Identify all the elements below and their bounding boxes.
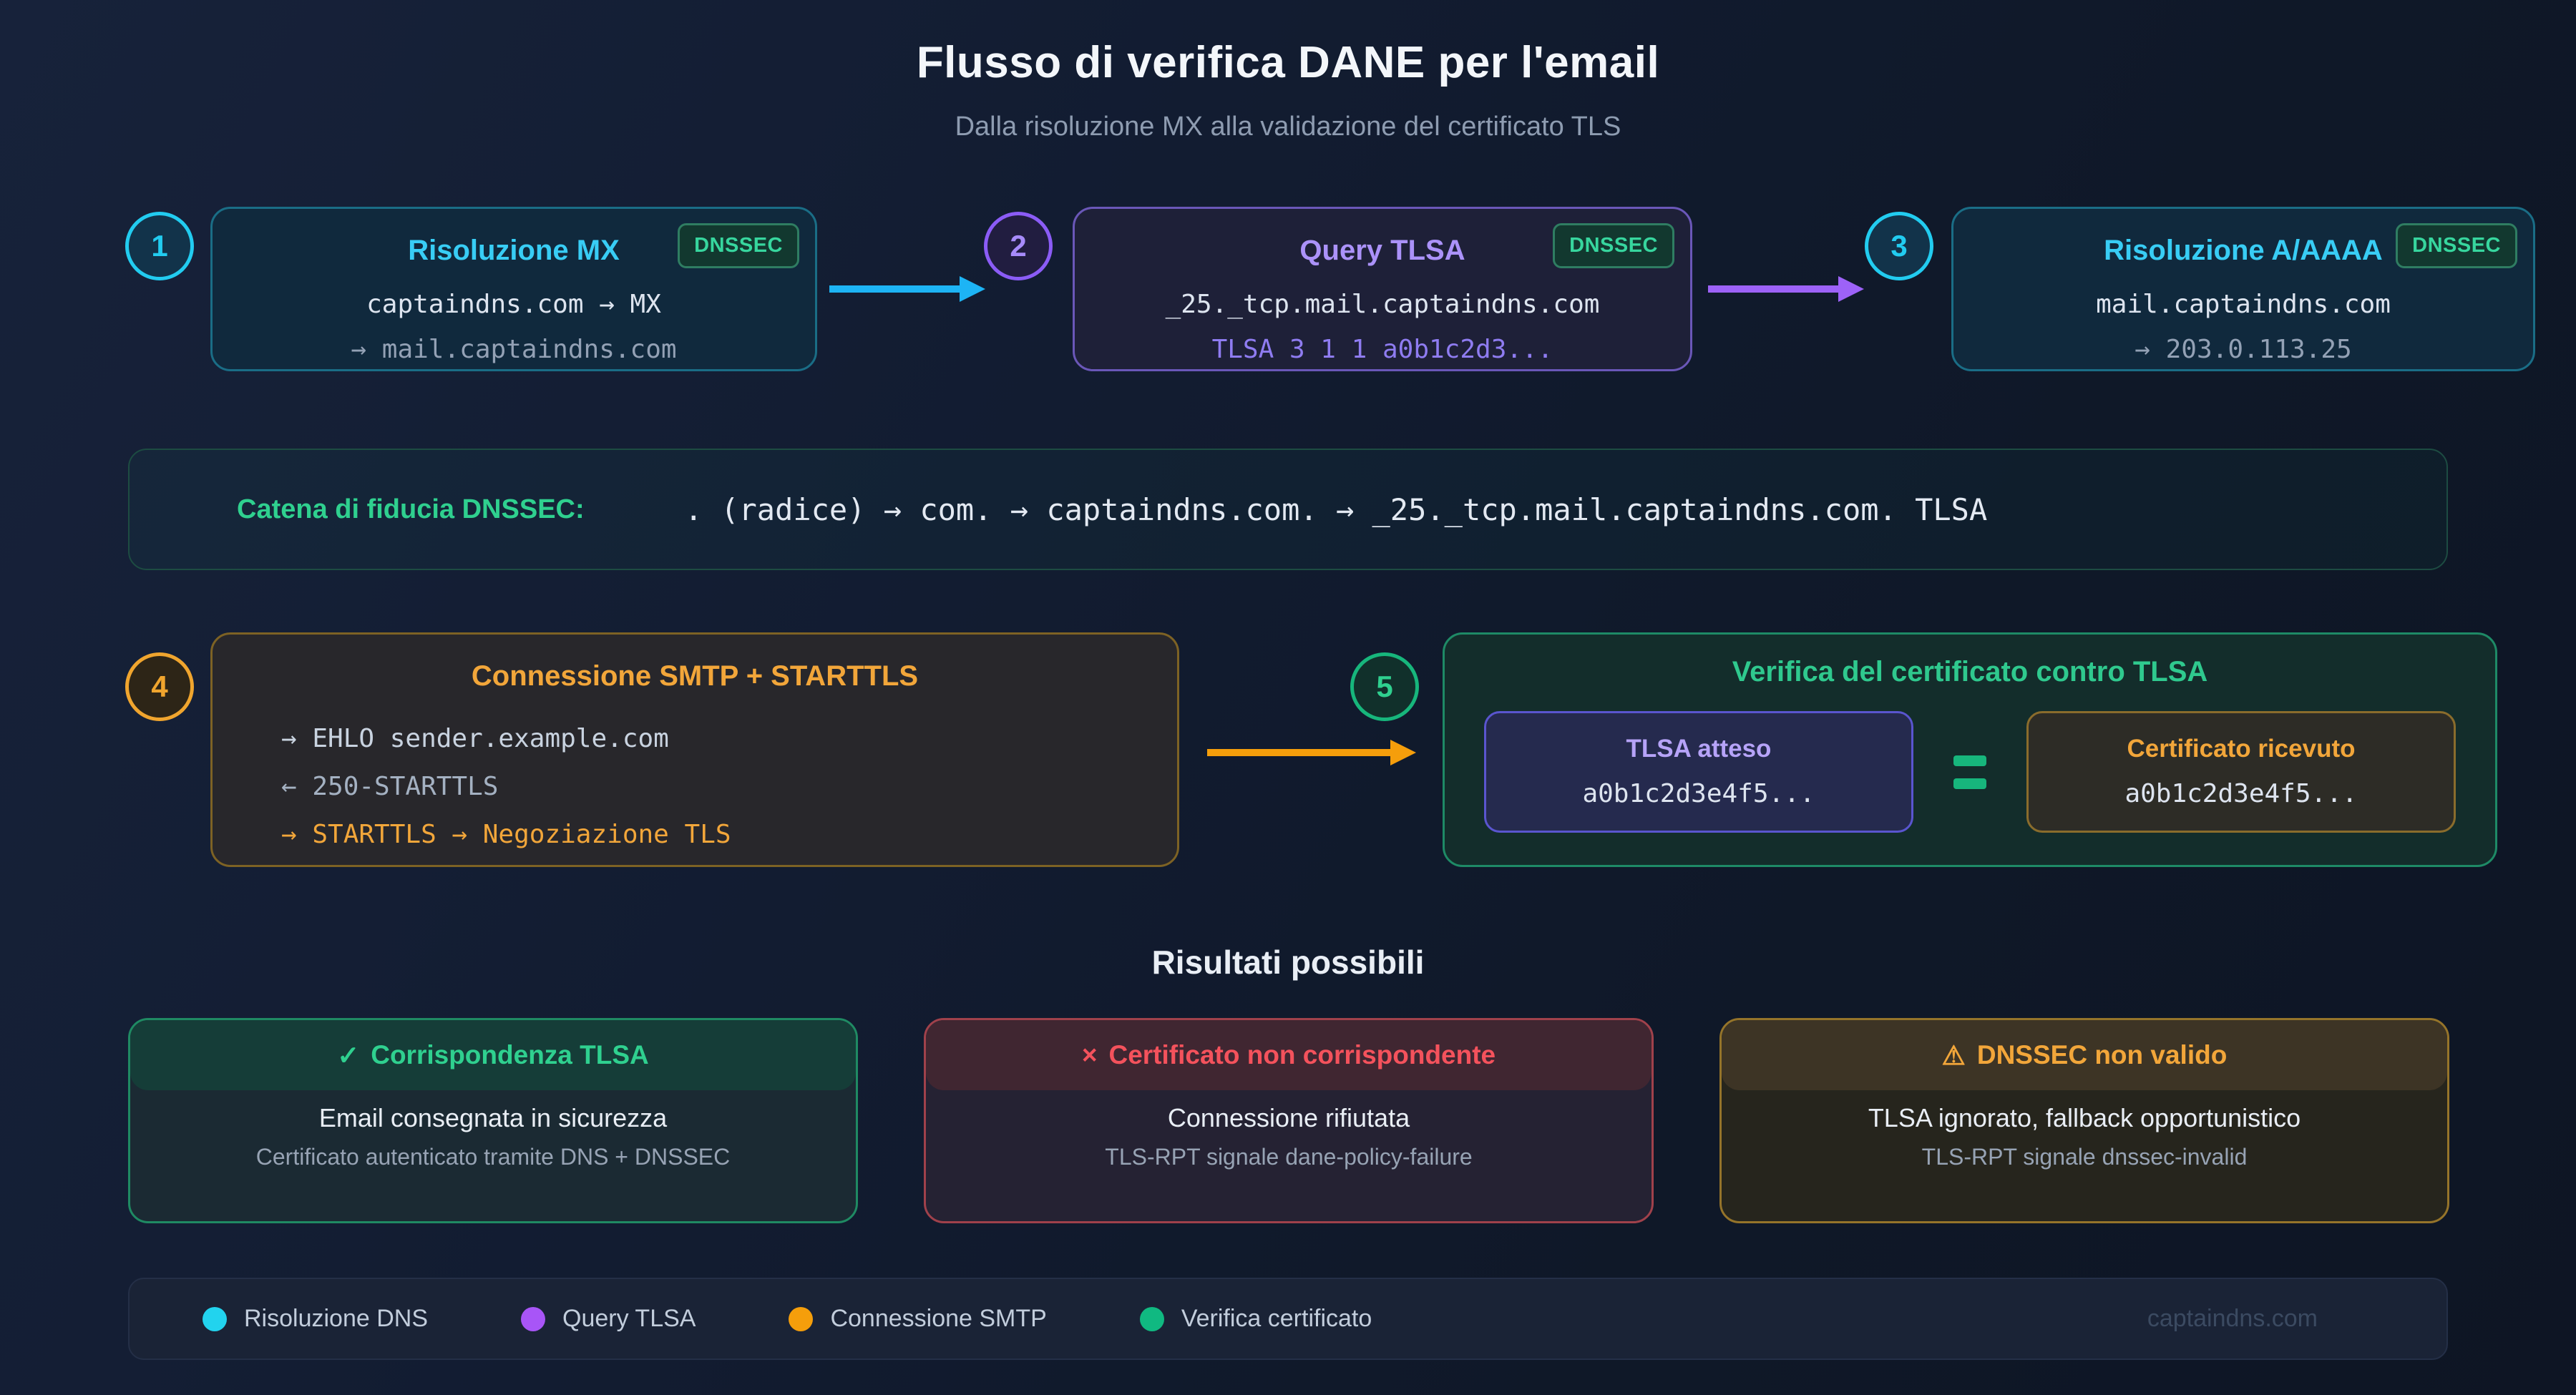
brand-watermark: captaindns.com bbox=[2147, 1305, 2318, 1332]
step-2-query: _25._tcp.mail.captaindns.com bbox=[1165, 290, 1600, 319]
step-1-query: captaindns.com → MX bbox=[366, 290, 661, 319]
dnssec-badge: DNSSEC bbox=[678, 223, 799, 268]
legend-label: Query TLSA bbox=[562, 1305, 696, 1332]
dnssec-chain-bar: Catena di fiducia DNSSEC: . (radice) → c… bbox=[128, 449, 2448, 570]
tlsa-comparison: TLSA atteso a0b1c2d3e4f5... Certificato … bbox=[1445, 711, 2495, 833]
step-3-query: mail.captaindns.com bbox=[2096, 290, 2391, 319]
step-2-result: TLSA 3 1 1 a0b1c2d3... bbox=[1211, 335, 1553, 364]
result-line2: TLS-RPT signale dane-policy-failure bbox=[1105, 1144, 1473, 1170]
step-1-number-label: 1 bbox=[151, 229, 168, 263]
arrow-step2-to-step3-icon bbox=[1708, 276, 1864, 302]
legend-bar: Risoluzione DNS Query TLSA Connessione S… bbox=[128, 1278, 2448, 1360]
result-header: × Certificato non corrispondente bbox=[926, 1020, 1652, 1090]
page-subtitle: Dalla risoluzione MX alla validazione de… bbox=[955, 112, 1621, 142]
certificate-received-label: Certificato ricevuto bbox=[2127, 735, 2356, 763]
step-2-card: Query TLSA DNSSEC _25._tcp.mail.captaind… bbox=[1073, 207, 1692, 371]
step-1-card: Risoluzione MX DNSSEC captaindns.com → M… bbox=[210, 207, 817, 371]
legend-item-smtp: Connessione SMTP bbox=[789, 1305, 1047, 1333]
results-heading: Risultati possibili bbox=[1151, 944, 1425, 981]
step-2-number: 2 bbox=[984, 212, 1053, 280]
step-1-result: → mail.captaindns.com bbox=[351, 335, 677, 364]
legend-label: Connessione SMTP bbox=[830, 1305, 1047, 1332]
chain-value: . (radice) → com. → captaindns.com. → _2… bbox=[684, 491, 1988, 527]
chain-label: Catena di fiducia DNSSEC: bbox=[237, 494, 585, 524]
step-3-card: Risoluzione A/AAAA DNSSEC mail.captaindn… bbox=[1951, 207, 2535, 371]
result-header: ✓ Corrispondenza TLSA bbox=[130, 1020, 856, 1090]
result-line2: Certificato autenticato tramite DNS + DN… bbox=[255, 1144, 731, 1170]
smtp-line-ehlo: → EHLO sender.example.com bbox=[281, 724, 669, 753]
smtp-line-250: ← 250-STARTTLS bbox=[281, 772, 499, 801]
step-2-number-label: 2 bbox=[1010, 229, 1027, 263]
result-line1: Connessione rifiutata bbox=[1167, 1103, 1410, 1132]
warning-icon: ⚠ bbox=[1941, 1040, 1966, 1070]
smtp-line-starttls: → STARTTLS → Negoziazione TLS bbox=[281, 820, 731, 849]
result-title: Corrispondenza TLSA bbox=[371, 1040, 649, 1070]
result-card-dnssec-invalid: ⚠ DNSSEC non valido TLSA ignorato, fallb… bbox=[1719, 1018, 2449, 1223]
result-title: Certificato non corrispondente bbox=[1108, 1040, 1496, 1070]
legend-label: Verifica certificato bbox=[1181, 1305, 1372, 1332]
page-title: Flusso di verifica DANE per l'email bbox=[916, 38, 1660, 87]
step-1-number: 1 bbox=[125, 212, 194, 280]
result-line1: Email consegnata in sicurezza bbox=[318, 1103, 668, 1132]
step-3-result: → 203.0.113.25 bbox=[2135, 335, 2352, 364]
step-4-number-label: 4 bbox=[151, 670, 168, 703]
result-title: DNSSEC non valido bbox=[1976, 1040, 2228, 1070]
legend-item-cert: Verifica certificato bbox=[1139, 1305, 1372, 1333]
check-icon: ✓ bbox=[337, 1040, 360, 1070]
step-5-card: Verifica del certificato contro TLSA TLS… bbox=[1443, 632, 2497, 867]
amber-dot-icon bbox=[789, 1306, 814, 1331]
step-3-number-label: 3 bbox=[1890, 229, 1908, 263]
arrow-step4-to-step5-icon bbox=[1207, 740, 1416, 765]
step-4-number: 4 bbox=[125, 652, 194, 721]
result-header: ⚠ DNSSEC non valido bbox=[1722, 1020, 2447, 1090]
dnssec-badge: DNSSEC bbox=[2396, 223, 2517, 268]
step-1-title: Risoluzione MX bbox=[408, 235, 620, 266]
cyan-dot-icon bbox=[203, 1306, 227, 1331]
certificate-received-value: a0b1c2d3e4f5... bbox=[2124, 779, 2358, 808]
step-4-title: Connessione SMTP + STARTTLS bbox=[471, 660, 919, 692]
step-3-number: 3 bbox=[1865, 212, 1933, 280]
tlsa-expected-card: TLSA atteso a0b1c2d3e4f5... bbox=[1484, 711, 1913, 833]
tlsa-expected-label: TLSA atteso bbox=[1626, 735, 1772, 763]
equals-icon bbox=[1953, 755, 1986, 789]
purple-dot-icon bbox=[521, 1306, 545, 1331]
step-5-number: 5 bbox=[1350, 652, 1419, 721]
arrow-step1-to-step2-icon bbox=[829, 276, 985, 302]
result-card-tlsa-match: ✓ Corrispondenza TLSA Email consegnata i… bbox=[128, 1018, 858, 1223]
step-3-title: Risoluzione A/AAAA bbox=[2104, 235, 2383, 266]
result-line2: TLS-RPT signale dnssec-invalid bbox=[1921, 1144, 2248, 1170]
result-card-cert-mismatch: × Certificato non corrispondente Conness… bbox=[924, 1018, 1654, 1223]
green-dot-icon bbox=[1139, 1306, 1164, 1331]
legend-item-tlsa: Query TLSA bbox=[521, 1305, 696, 1333]
step-2-title: Query TLSA bbox=[1299, 235, 1465, 266]
tlsa-expected-value: a0b1c2d3e4f5... bbox=[1582, 779, 1815, 808]
step-5-title: Verifica del certificato contro TLSA bbox=[1732, 656, 2208, 687]
certificate-received-card: Certificato ricevuto a0b1c2d3e4f5... bbox=[2026, 711, 2456, 833]
legend-label: Risoluzione DNS bbox=[244, 1305, 428, 1332]
step-5-number-label: 5 bbox=[1376, 670, 1393, 703]
cross-icon: × bbox=[1081, 1040, 1098, 1070]
dnssec-badge: DNSSEC bbox=[1553, 223, 1674, 268]
result-line1: TLSA ignorato, fallback opportunistico bbox=[1868, 1103, 2301, 1132]
legend-item-dns: Risoluzione DNS bbox=[203, 1305, 428, 1333]
step-4-card: Connessione SMTP + STARTTLS → EHLO sende… bbox=[210, 632, 1179, 867]
smtp-dialogue: → EHLO sender.example.com ← 250-STARTTLS… bbox=[281, 724, 1177, 849]
